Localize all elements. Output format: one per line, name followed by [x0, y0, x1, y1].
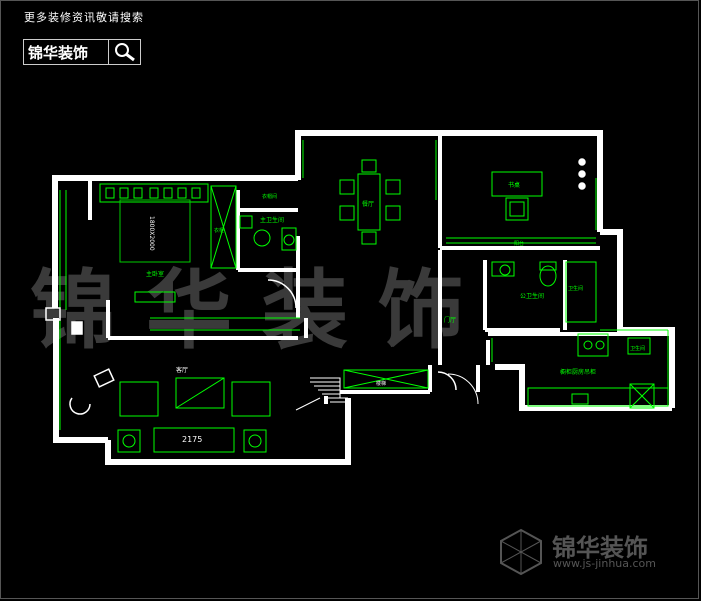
label-bed-size: 1800X2000: [148, 216, 155, 251]
armchair-left: [119, 381, 159, 417]
label-master-bath: 主卫生间: [260, 216, 284, 224]
furniture: [59, 140, 669, 453]
cube-logo-icon: [500, 528, 542, 576]
label-desk: 书桌: [508, 181, 520, 189]
wardrobe: [210, 185, 237, 269]
dining-table: [357, 173, 381, 231]
label-second-bath: 公卫生间: [520, 292, 544, 300]
label-wardrobe: 衣柜: [214, 227, 224, 234]
white-furniture: [45, 158, 586, 415]
sofa: [153, 427, 235, 453]
label-stair-landing: 楼梯: [376, 380, 386, 387]
label-balcony: 阳台: [514, 240, 524, 247]
headboard-cabinet: [99, 183, 209, 203]
label-kitchen: 橱柜厨房吊柜: [560, 368, 596, 376]
stove: [577, 333, 609, 357]
label-living: 客厅: [176, 366, 188, 374]
logo-search-box[interactable]: 锦华装饰: [23, 39, 141, 65]
logo-text: 锦华装饰: [28, 44, 89, 62]
label-aux1: 卫生间: [568, 285, 583, 292]
stairs: [310, 377, 348, 403]
room-labels: 餐厅 书桌 主卧室 主卫生间 公卫生间 客厅 门厅 橱柜厨房吊柜 衣帽间 衣柜 …: [146, 181, 645, 444]
watermark-brand: 锦华装饰: [552, 534, 648, 562]
label-sofa-width: 2175: [182, 435, 202, 444]
stair-post: [324, 396, 328, 404]
label-aux2: 卫生间: [630, 345, 645, 352]
watermark-url: www.js-jinhua.com: [553, 557, 656, 570]
armchair-right: [231, 381, 271, 417]
inner-walls: [88, 136, 672, 394]
label-foyer: 门厅: [444, 316, 456, 324]
bench: [134, 291, 176, 303]
watermark-big-text: 锦 华 装 饰: [30, 261, 464, 361]
coffee-table: [175, 377, 225, 409]
label-closet: 衣帽间: [262, 193, 277, 200]
label-dining: 餐厅: [362, 200, 374, 208]
label-master-bedroom: 主卧室: [146, 270, 164, 278]
header-tagline: 更多装修资讯敬请搜索: [24, 11, 144, 24]
search-icon[interactable]: [114, 42, 136, 62]
door-swing: [447, 373, 479, 405]
dimension-line: [295, 397, 321, 411]
logo-divider: [108, 40, 109, 64]
bed: [119, 199, 191, 263]
desk: [491, 171, 543, 197]
